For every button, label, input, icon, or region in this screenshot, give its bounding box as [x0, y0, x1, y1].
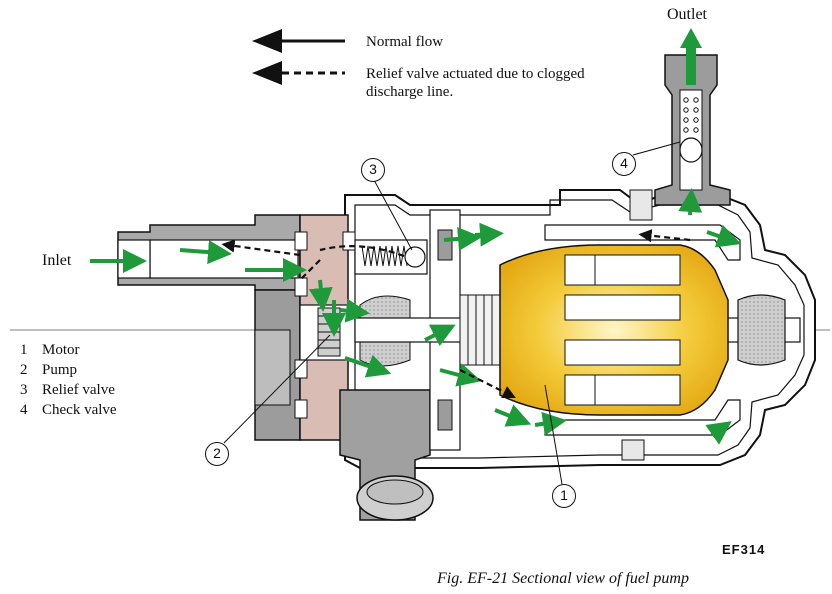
part-number: 1 — [20, 342, 28, 358]
mounting-foot — [339, 389, 434, 521]
parts-list-item: 2 Pump — [20, 360, 77, 380]
motor-armature — [499, 244, 729, 416]
parts-list-item: 3 Relief valve — [20, 380, 115, 400]
legend-relief-flow-text: Relief valve actuated due to clogged dis… — [366, 66, 585, 100]
callout-relief-valve: 3 — [361, 158, 385, 182]
part-number: 4 — [20, 402, 28, 418]
normal-flow-arrows — [90, 188, 742, 445]
figure-code: EF314 — [722, 542, 766, 557]
pump-rotor — [299, 304, 356, 361]
outlet-label: Outlet — [667, 6, 707, 23]
part-name: Relief valve — [42, 382, 115, 398]
callout-pump: 2 — [205, 442, 229, 466]
part-number: 2 — [20, 362, 28, 378]
callout-motor: 1 — [552, 484, 576, 508]
pump-body-left — [254, 289, 301, 441]
parts-list-item: 1 Motor — [20, 340, 80, 360]
outlet-flow-arrow — [680, 28, 702, 85]
bottom-bolt — [621, 439, 645, 461]
leader-lines — [223, 141, 681, 485]
relief-valve-spring — [354, 239, 428, 275]
inlet-label: Inlet — [42, 252, 72, 269]
part-name: Motor — [42, 342, 80, 358]
callout-check-valve: 4 — [612, 152, 636, 176]
parts-list-item: 4 Check valve — [20, 400, 117, 420]
part-name: Check valve — [42, 402, 117, 418]
right-bearing — [737, 294, 786, 366]
figure-caption: Fig. EF-21 Sectional view of fuel pump — [437, 570, 689, 587]
legend-normal-flow-text: Normal flow — [366, 34, 444, 50]
part-number: 3 — [20, 382, 28, 398]
part-name: Pump — [42, 362, 78, 378]
outlet-pipe — [629, 54, 731, 221]
relief-flow-arrows — [221, 229, 691, 398]
